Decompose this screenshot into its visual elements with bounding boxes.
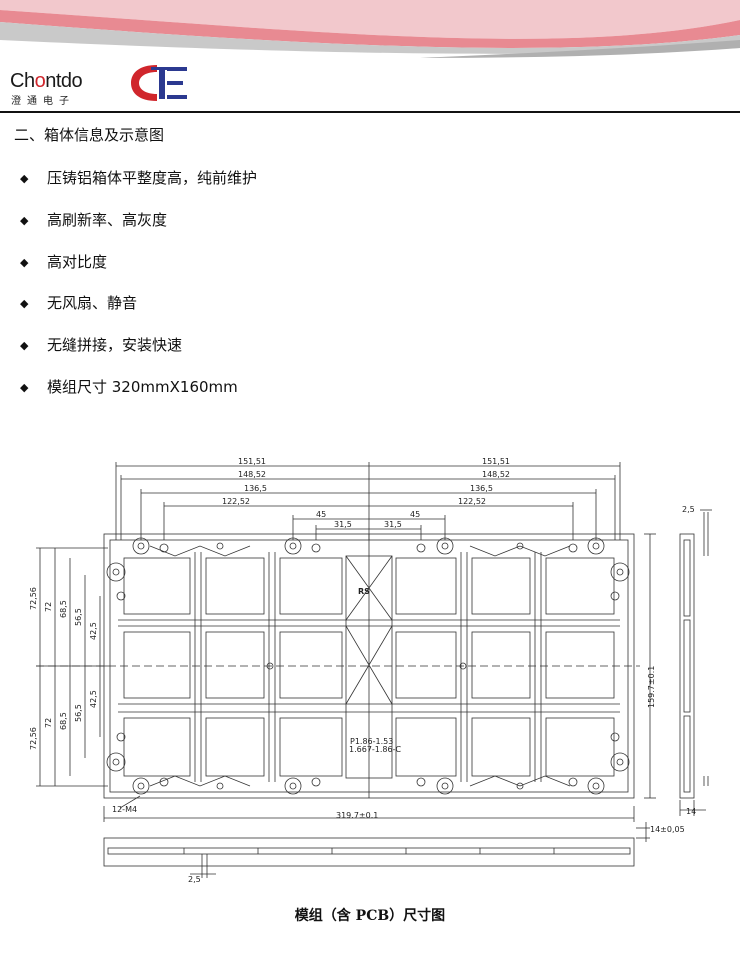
profile-dim-label: 14±0,05 — [650, 825, 685, 834]
dim-label: 122,52 — [458, 497, 486, 506]
section-title: 二、箱体信息及示意图 — [14, 126, 165, 144]
dim-label: 31,5 — [384, 520, 402, 529]
dim-label: 72,56 — [29, 727, 38, 750]
board-part-text: 1.667-1.86-C — [349, 745, 401, 754]
dim-label: 45 — [410, 510, 420, 519]
header-rule — [0, 111, 740, 113]
dim-label: 122,52 — [222, 497, 250, 506]
feature-item: ◆高刷新率、高灰度 — [20, 211, 168, 229]
dim-label: 45 — [316, 510, 326, 519]
screw-label: 12-M4 — [112, 805, 137, 814]
brand-logo-cn: 澄通电子 — [11, 96, 75, 107]
dim-label: 68,5 — [59, 712, 68, 730]
dim-label: 42,5 — [89, 690, 98, 708]
dim-label: 42,5 — [89, 622, 98, 640]
dim-label: 72 — [44, 718, 53, 728]
profile-dim-label: 2,5 — [188, 875, 201, 884]
dim-label: 151,51 — [238, 457, 266, 466]
side-dim-label: 14 — [686, 807, 696, 816]
diamond-bullet-icon: ◆ — [20, 256, 29, 269]
dim-label: 148,52 — [482, 470, 510, 479]
dim-label: 136,5 — [244, 484, 267, 493]
dim-label: 68,5 — [59, 600, 68, 618]
diamond-bullet-icon: ◆ — [20, 214, 29, 227]
feature-item: ◆高对比度 — [20, 253, 108, 271]
dim-label: 72,56 — [29, 587, 38, 610]
dim-label: 72 — [44, 602, 53, 612]
board-logo-text: RS — [358, 587, 370, 596]
diamond-bullet-icon: ◆ — [20, 297, 29, 310]
feature-item: ◆无风扇、静音 — [20, 294, 138, 312]
side-dim-label: 2,5 — [682, 505, 695, 514]
brand-mark-icon — [131, 65, 187, 101]
dim-label: 148,52 — [238, 470, 266, 479]
feature-item: ◆压铸铝箱体平整度高，纯前维护 — [20, 169, 258, 187]
module-dimension-drawing: 151,51 151,51 148,52 148,52 136,5 136,5 … — [29, 457, 712, 884]
dim-label: 31,5 — [334, 520, 352, 529]
diamond-bullet-icon: ◆ — [20, 381, 29, 394]
diamond-bullet-icon: ◆ — [20, 339, 29, 352]
figure-caption: 模组（含 PCB）尺寸图 — [294, 908, 446, 924]
dim-label: 56,5 — [74, 704, 83, 722]
feature-item: ◆无缝拼接，安装快速 — [20, 336, 183, 354]
dim-label: 136,5 — [470, 484, 493, 493]
width-dim-label: 319.7±0.1 — [336, 811, 378, 820]
dim-label: 56,5 — [74, 608, 83, 626]
dim-label: 151,51 — [482, 457, 510, 466]
feature-item: ◆模组尺寸 320mmX160mm — [20, 378, 238, 396]
board-part-text: P1.86-1.53 — [350, 737, 393, 746]
diamond-bullet-icon: ◆ — [20, 172, 29, 185]
header-wave — [0, 0, 740, 58]
height-dim-label: 159.7±0.1 — [647, 666, 656, 708]
brand-logo-text: Chontdo — [10, 70, 83, 92]
